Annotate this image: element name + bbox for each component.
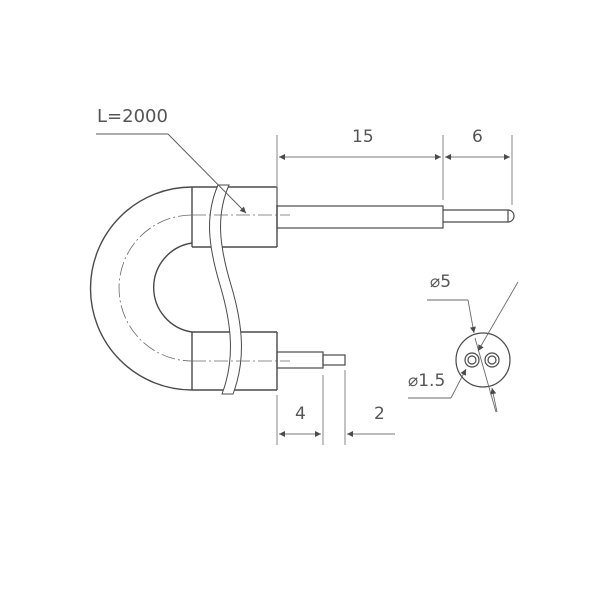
cable-body <box>89 186 278 391</box>
top-pin-long-dim: 15 <box>352 127 374 147</box>
inner-diameter-dim: ⌀1.5 <box>408 371 446 391</box>
break-lines <box>209 184 242 395</box>
cross-section-dimensions <box>408 281 519 413</box>
bottom-pin-long-dim: 4 <box>295 404 306 424</box>
bottom-pin <box>276 351 346 369</box>
outer-diameter-dim: ⌀5 <box>430 272 452 292</box>
centerlines <box>118 214 290 362</box>
length-label: L=2000 <box>97 106 168 127</box>
length-leader <box>96 133 247 214</box>
cross-section <box>455 332 511 388</box>
top-pin <box>276 205 515 229</box>
top-dimensions <box>276 135 513 205</box>
bottom-pin-tip-dim: 2 <box>374 404 385 424</box>
top-pin-tip-dim: 6 <box>472 127 483 147</box>
bottom-dimensions <box>276 370 395 445</box>
